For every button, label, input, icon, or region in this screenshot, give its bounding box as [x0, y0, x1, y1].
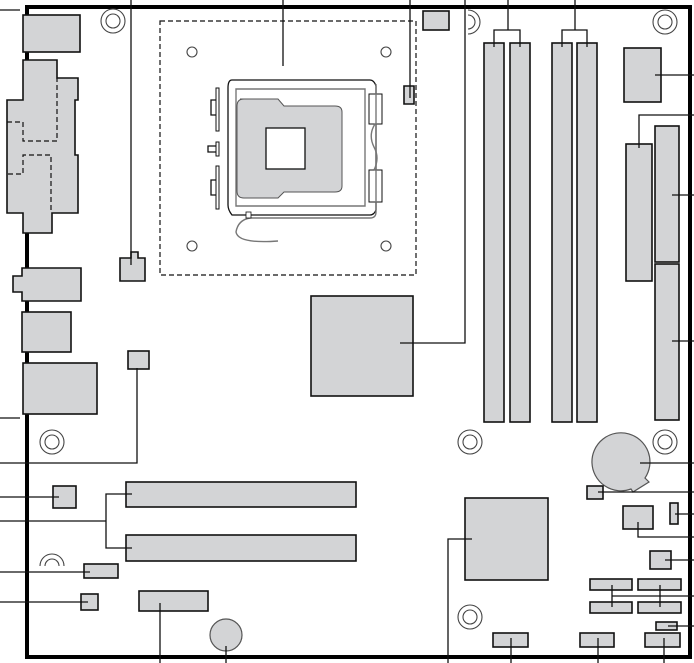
- dimm-slot: [551, 42, 573, 423]
- cpu-retention-area: [159, 20, 417, 276]
- callout-line: [638, 114, 694, 148]
- mounting-hole-partial: [39, 553, 65, 567]
- header-left-rect: [83, 563, 119, 579]
- mounting-hole: [39, 429, 65, 455]
- callout-line: [561, 0, 588, 47]
- battery: [591, 432, 651, 493]
- dimm-slot: [483, 42, 505, 423]
- floppy-connector: [625, 143, 653, 282]
- ich-chip: [464, 497, 549, 581]
- rear-io-serial-parallel: [6, 59, 79, 234]
- mounting-hole: [457, 604, 483, 630]
- mounting-holes: [39, 8, 678, 630]
- rear-fan-header: [127, 350, 150, 370]
- dimm-channel-a: [483, 42, 531, 423]
- dimm-channel-b: [551, 42, 598, 423]
- atx12v-connector: [119, 251, 146, 282]
- callout-line: [447, 538, 472, 663]
- cpu-fan-header: [403, 85, 415, 105]
- sata-connectors: [589, 578, 682, 614]
- ide-connector-2: [654, 263, 680, 421]
- header-bottom-wide: [138, 590, 209, 612]
- mounting-hole: [652, 9, 678, 35]
- callout-line: [0, 368, 138, 464]
- callout-line: [493, 0, 521, 47]
- dimm-slot: [509, 42, 531, 423]
- rear-io-usb-lan: [21, 311, 72, 353]
- rear-io-audio: [12, 267, 82, 302]
- mounting-hole: [100, 8, 126, 34]
- pci-slot: [125, 481, 357, 508]
- ide-connector-1: [654, 125, 680, 263]
- sata-connector: [589, 578, 633, 591]
- mounting-hole: [652, 429, 678, 455]
- mch-chip: [310, 295, 414, 397]
- callout-line: [611, 585, 694, 607]
- mounting-hole-partial: [467, 9, 481, 35]
- top-header: [422, 10, 450, 31]
- front-panel-header: [644, 632, 681, 648]
- mounting-hole: [457, 429, 483, 455]
- usb-header-2: [579, 632, 615, 648]
- dimm-slot: [576, 42, 598, 423]
- callout-line: [400, 0, 466, 344]
- pci-slot: [125, 534, 357, 562]
- super-io: [623, 47, 662, 103]
- callout-line: [637, 522, 694, 538]
- callout-line: [0, 493, 132, 549]
- sata-connector: [589, 601, 633, 614]
- board-outline: [25, 5, 692, 659]
- pci-slots: [125, 481, 357, 562]
- rear-io-ps2: [22, 14, 81, 53]
- cpu-socket: [186, 46, 392, 252]
- rear-io-usb-stack: [22, 362, 98, 415]
